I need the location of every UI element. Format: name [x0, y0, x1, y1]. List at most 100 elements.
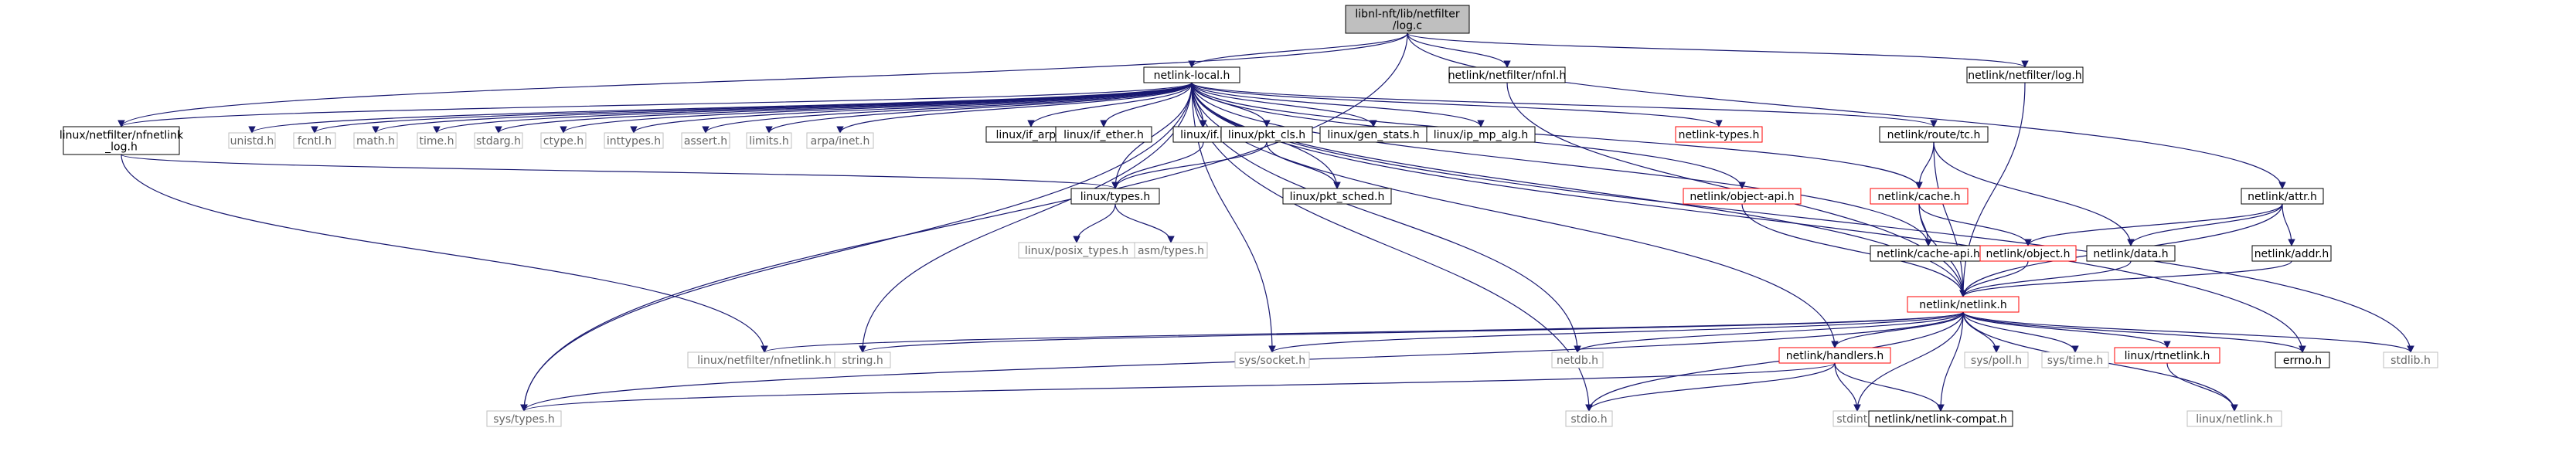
- node-label-line: asm/types.h: [1138, 245, 1204, 257]
- node-label-line: libnl-nft/lib/netfilter: [1355, 8, 1459, 21]
- node-netdb: netdb.h: [1551, 351, 1604, 368]
- node-box: [353, 132, 398, 149]
- node-label-line: linux/if.h: [1180, 129, 1227, 141]
- node-label-line: stdio.h: [1570, 413, 1607, 426]
- node-pkt-cls[interactable]: linux/pkt_cls.h: [1220, 126, 1313, 143]
- node-label-line: netlink/object.h: [1986, 248, 2071, 260]
- edge-netlink-local-to-string: [859, 82, 1193, 353]
- node-nl-object[interactable]: netlink/object.h: [1979, 245, 2077, 262]
- edge-nl-attr-to-nl-data: [2127, 203, 2283, 246]
- node-label: limits.h: [749, 135, 788, 148]
- edge-netlink-local-to-ctype: [560, 82, 1193, 134]
- edge-root-to-linux-nfnetlink-log: [117, 32, 1408, 127]
- node-label-line: netlink/netfilter/log.h: [1968, 70, 2081, 82]
- node-box: [1870, 188, 1969, 205]
- node-label-line: linux/netfilter/nfnetlink: [60, 130, 184, 142]
- edge-handlers-to-stdint: [1834, 362, 1861, 412]
- node-box: [228, 132, 276, 149]
- node-box: [293, 132, 336, 149]
- node-if-ether[interactable]: linux/if_ether.h: [1055, 126, 1152, 143]
- node-linux-types[interactable]: linux/types.h: [1070, 188, 1160, 205]
- edge-netlink-local-to-netdb: [1191, 82, 1581, 353]
- node-nl-types[interactable]: netlink-types.h: [1675, 126, 1763, 143]
- node-unistd: unistd.h: [228, 132, 276, 149]
- node-label-line: /log.c: [1393, 20, 1422, 32]
- node-label: linux/netfilter/nfnetlink_log.h: [60, 130, 184, 154]
- edge-netlink-local-to-inttypes: [630, 82, 1193, 134]
- node-box: [1070, 188, 1160, 205]
- edge-netlink-h-to-sys-socket: [1268, 311, 1964, 353]
- node-label-line: math.h: [356, 135, 395, 148]
- node-label: time.h: [420, 135, 454, 148]
- node-label: linux/if_ether.h: [1063, 129, 1144, 141]
- node-box: [2186, 410, 2282, 427]
- edge-netlink-local-to-fcntl: [311, 82, 1193, 134]
- node-box: [2275, 351, 2330, 368]
- edge-root-to-nl-attr: [1407, 32, 2286, 189]
- node-inttypes: inttypes.h: [604, 132, 664, 149]
- node-label: linux/rtnetlink.h: [2125, 350, 2210, 362]
- node-linux-if[interactable]: linux/if.h: [1172, 126, 1234, 143]
- node-nl-cache[interactable]: netlink/cache.h: [1870, 188, 1969, 205]
- node-label-line: netdb.h: [1557, 355, 1598, 367]
- edge-nl-addr-to-netlink-h: [1959, 260, 2292, 297]
- edge-netlink-local-to-limits: [765, 82, 1193, 134]
- node-box: [1565, 410, 1613, 427]
- edge-netlink-local-to-gen-stats: [1191, 82, 1377, 127]
- edge-nl-data-to-netlink-h: [1959, 260, 2132, 297]
- node-handlers[interactable]: netlink/handlers.h: [1778, 347, 1891, 364]
- node-sys-poll: sys/poll.h: [1964, 351, 2029, 368]
- node-route-tc[interactable]: netlink/route/tc.h: [1879, 126, 1989, 143]
- node-ip-mp-alg[interactable]: linux/ip_mp_alg.h: [1426, 126, 1536, 143]
- edge-netlink-h-to-string: [859, 311, 1964, 353]
- node-nf-log[interactable]: netlink/netfilter/log.h: [1966, 66, 2084, 83]
- node-nl-attr[interactable]: netlink/attr.h: [2241, 188, 2324, 205]
- node-label: linux/gen_stats.h: [1327, 129, 1419, 141]
- edge-netlink-local-to-errno: [1191, 82, 2306, 353]
- node-box: [1234, 351, 1310, 368]
- node-root[interactable]: libnl-nft/lib/netfilter/log.c: [1345, 5, 1470, 34]
- node-gen-stats[interactable]: linux/gen_stats.h: [1319, 126, 1428, 143]
- node-netlink-local[interactable]: netlink-local.h: [1143, 66, 1240, 83]
- node-label: arpa/inet.h: [811, 135, 870, 148]
- node-label-line: netlink/addr.h: [2254, 248, 2329, 260]
- node-nfnl[interactable]: netlink/netfilter/nfnl.h: [1448, 66, 1567, 83]
- node-label-line: netlink/data.h: [2093, 248, 2168, 260]
- node-assert: assert.h: [681, 132, 730, 149]
- node-box: [1551, 351, 1604, 368]
- node-label: unistd.h: [230, 135, 274, 148]
- node-cache-api[interactable]: netlink/cache-api.h: [1870, 245, 1987, 262]
- edge-netlink-h-to-netdb: [1574, 311, 1964, 353]
- node-rtnetlink[interactable]: linux/rtnetlink.h: [2114, 347, 2220, 364]
- node-nl-addr[interactable]: netlink/addr.h: [2251, 245, 2332, 262]
- node-nl-data[interactable]: netlink/data.h: [2086, 245, 2176, 262]
- node-box: [2041, 351, 2109, 368]
- node-label: inttypes.h: [607, 135, 661, 148]
- node-netlink-h[interactable]: netlink/netlink.h: [1907, 296, 2020, 313]
- node-pkt-sched[interactable]: linux/pkt_sched.h: [1282, 188, 1392, 205]
- edge-object-api-to-netlink-h: [1741, 203, 1967, 297]
- node-box: [1448, 66, 1566, 83]
- edge-linux-types-to-posix-types: [1073, 203, 1116, 243]
- node-label-line: linux/posix_types.h: [1025, 245, 1128, 257]
- node-sys-types: sys/types.h: [486, 410, 562, 427]
- edge-linux-nfnetlink-log-to-linux-nfnetlink: [121, 154, 768, 353]
- node-box: [1966, 66, 2084, 83]
- node-label: netlink-types.h: [1679, 129, 1760, 141]
- node-object-api[interactable]: netlink/object-api.h: [1683, 188, 1802, 205]
- node-label: sys/poll.h: [1971, 355, 2022, 367]
- node-box: [681, 132, 730, 149]
- node-linux-nfnetlink-log[interactable]: linux/netfilter/nfnetlink_log.h: [60, 126, 184, 155]
- node-box: [1055, 126, 1152, 143]
- edge-pkt-cls-to-linux-types: [1111, 141, 1268, 189]
- edge-netlink-h-to-errno: [1962, 311, 2306, 353]
- node-label-line: _log.h: [104, 141, 138, 154]
- node-box: [2251, 245, 2332, 262]
- node-label: netlink/netlink-compat.h: [1874, 413, 2006, 426]
- node-label: netlink/cache-api.h: [1877, 248, 1980, 260]
- node-label-line: linux/ip_mp_alg.h: [1434, 129, 1529, 141]
- node-errno[interactable]: errno.h: [2275, 351, 2330, 368]
- node-nl-compat[interactable]: netlink/netlink-compat.h: [1868, 410, 2013, 427]
- node-box: [486, 410, 562, 427]
- node-label-line: arpa/inet.h: [811, 135, 870, 148]
